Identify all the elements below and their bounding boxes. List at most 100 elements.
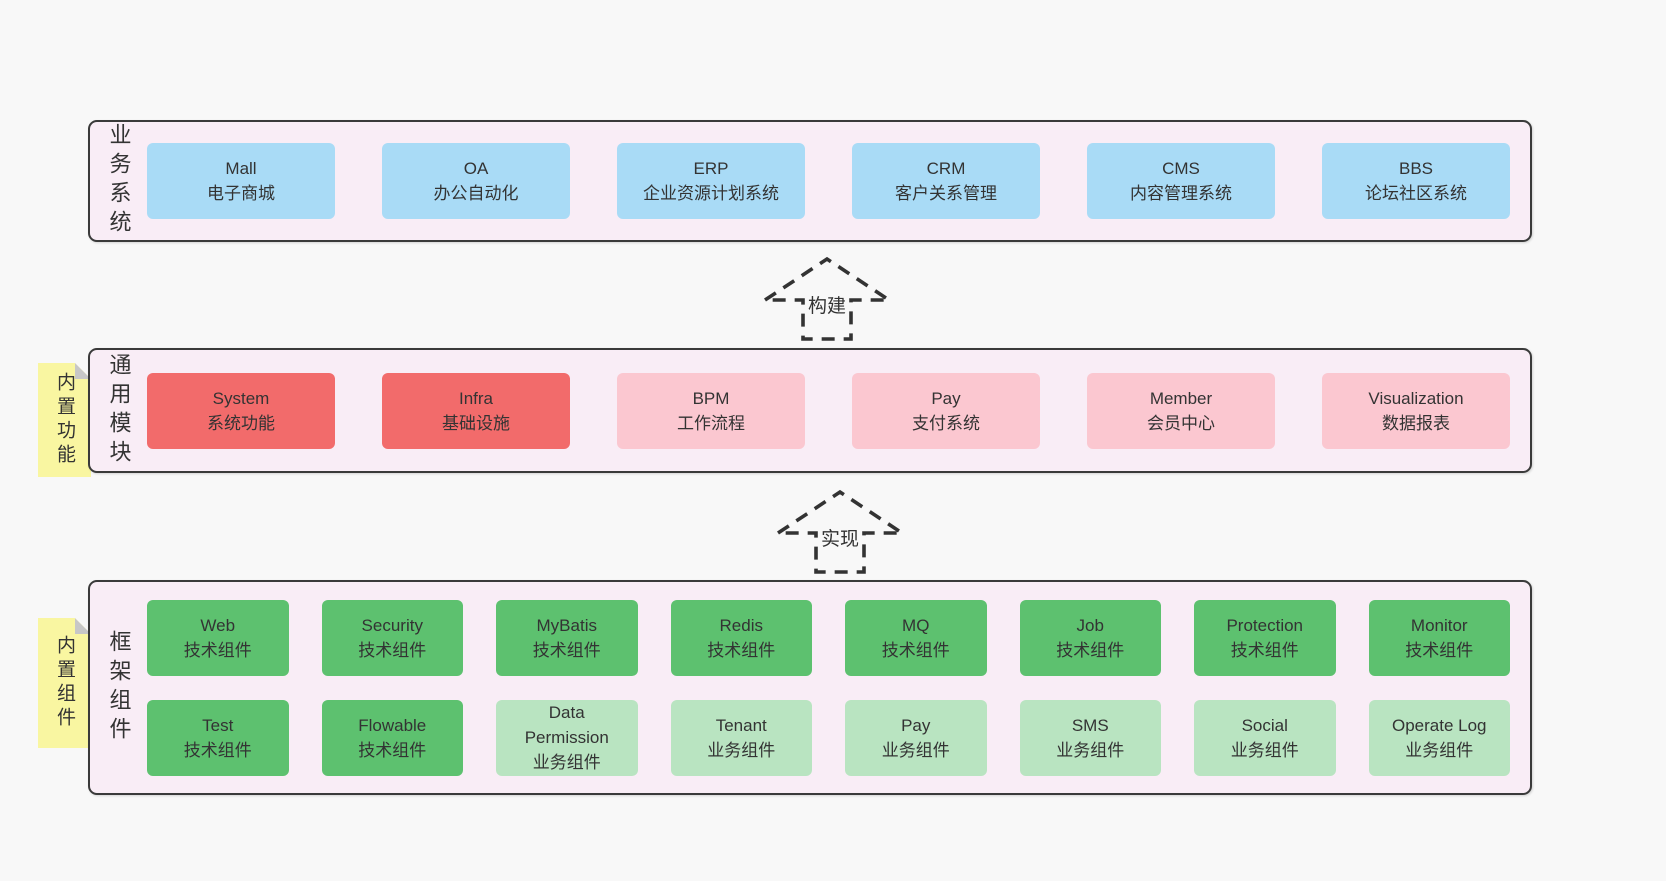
box-title: System — [212, 388, 270, 408]
box-title: Protection — [1226, 615, 1304, 635]
box-member: Member 会员中心 — [1087, 372, 1275, 449]
box-title: Pay — [901, 715, 931, 735]
box-subtitle: 会员中心 — [1147, 413, 1215, 433]
box-subtitle: 技术组件 — [707, 640, 776, 660]
biz-components-row: Test 技术组件 Flowable 技术组件 Data Permission … — [147, 699, 1510, 776]
box-title: BBS — [1398, 159, 1434, 178]
box-subtitle: 客户关系管理 — [895, 184, 997, 203]
box-subtitle: 技术组件 — [358, 640, 427, 660]
box-subtitle: 内容管理系统 — [1130, 184, 1232, 203]
business-systems-boxes: Mall 电子商城 OA 办公自动化 ERP 企业资源计划系统 CRM 客户关系… — [147, 122, 1530, 240]
box-title: MQ — [902, 615, 930, 635]
box-social: Social 业务组件 — [1194, 699, 1336, 776]
box-title: CRM — [926, 159, 966, 178]
box-title: Social — [1241, 715, 1288, 735]
box-title: Web — [200, 615, 236, 635]
box-mq: MQ 技术组件 — [845, 599, 987, 676]
box-operate-log: Operate Log 业务组件 — [1368, 699, 1510, 776]
box-title: Tenant — [715, 715, 767, 735]
box-subtitle: 业务组件 — [881, 740, 950, 760]
box-subtitle: 业务组件 — [1230, 740, 1299, 760]
box-title: CMS — [1162, 159, 1200, 178]
common-modules-row: System 系统功能 Infra 基础设施 BPM 工作流程 Pay 支付系统… — [147, 372, 1510, 449]
box-subtitle: 技术组件 — [183, 740, 252, 760]
box-subtitle: 技术组件 — [881, 640, 950, 660]
panel-framework-components: 框架组件 Web 技术组件 Security 技术组件 MyBatis 技术组件… — [88, 580, 1532, 795]
box-erp: ERP 企业资源计划系统 — [617, 143, 805, 219]
box-subtitle: 企业资源计划系统 — [643, 184, 779, 203]
box-title: SMS — [1071, 715, 1109, 735]
box-title: BPM — [692, 388, 730, 408]
box-web: Web 技术组件 — [147, 599, 289, 676]
box-title: Redis — [719, 615, 763, 635]
arrow-build-up: 构建 — [757, 254, 897, 344]
box-subtitle: 技术组件 — [358, 740, 427, 760]
dashed-up-arrow-icon — [759, 256, 895, 341]
box-title: Operate Log — [1391, 715, 1487, 735]
box-crm: CRM 客户关系管理 — [852, 143, 1040, 219]
common-modules-boxes: System 系统功能 Infra 基础设施 BPM 工作流程 Pay 支付系统… — [147, 350, 1530, 471]
dashed-up-arrow-icon — [772, 489, 908, 574]
box-data-permission: Data Permission 业务组件 — [496, 699, 638, 776]
box-subtitle: 支付系统 — [912, 413, 980, 433]
box-tenant: Tenant 业务组件 — [670, 699, 812, 776]
sticky-note-built-in-components: 内置组件 — [38, 618, 91, 748]
arrow-label: 构建 — [805, 290, 849, 319]
panel-label-common-modules: 通用模块 — [106, 352, 132, 469]
box-subtitle: 论坛社区系统 — [1365, 184, 1467, 203]
arrow-implement-up: 实现 — [770, 487, 910, 577]
box-subtitle: 业务组件 — [707, 740, 776, 760]
box-mybatis: MyBatis 技术组件 — [496, 599, 638, 676]
box-visualization: Visualization 数据报表 — [1322, 372, 1510, 449]
box-monitor: Monitor 技术组件 — [1368, 599, 1510, 676]
box-title: Pay — [931, 388, 961, 408]
framework-components-boxes: Web 技术组件 Security 技术组件 MyBatis 技术组件 Redi… — [147, 582, 1530, 793]
panel-label-business-systems: 业务系统 — [106, 123, 132, 239]
box-subtitle: 技术组件 — [532, 640, 601, 660]
box-title: Test — [202, 715, 234, 735]
box-subtitle: 业务组件 — [1405, 740, 1474, 760]
arrow-label: 实现 — [818, 523, 862, 552]
box-subtitle: 电子商城 — [207, 184, 275, 203]
box-pay-module: Pay 支付系统 — [852, 372, 1040, 449]
box-subtitle: 基础设施 — [442, 413, 510, 433]
box-subtitle: 办公自动化 — [433, 184, 519, 203]
box-title: Security — [361, 615, 423, 635]
box-sms: SMS 业务组件 — [1019, 699, 1161, 776]
box-title: ERP — [693, 159, 729, 178]
box-subtitle: 数据报表 — [1382, 413, 1450, 433]
box-title: Monitor — [1410, 615, 1468, 635]
box-subtitle: 业务组件 — [532, 753, 601, 772]
business-systems-row: Mall 电子商城 OA 办公自动化 ERP 企业资源计划系统 CRM 客户关系… — [147, 143, 1510, 219]
box-flowable: Flowable 技术组件 — [321, 699, 463, 776]
box-title: OA — [463, 159, 489, 178]
box-title: Job — [1076, 615, 1104, 635]
box-pay-component: Pay 业务组件 — [845, 699, 987, 776]
box-title: Visualization — [1368, 388, 1464, 408]
panel-common-modules: 通用模块 System 系统功能 Infra 基础设施 BPM 工作流程 Pay… — [88, 348, 1532, 473]
box-subtitle: 技术组件 — [183, 640, 252, 660]
box-protection: Protection 技术组件 — [1194, 599, 1336, 676]
box-subtitle: 技术组件 — [1405, 640, 1474, 660]
box-subtitle: 业务组件 — [1056, 740, 1125, 760]
box-redis: Redis 技术组件 — [670, 599, 812, 676]
box-security: Security 技术组件 — [321, 599, 463, 676]
box-subtitle: 技术组件 — [1056, 640, 1125, 660]
sticky-note-built-in-features: 内置功能 — [38, 363, 91, 477]
tech-components-row: Web 技术组件 Security 技术组件 MyBatis 技术组件 Redi… — [147, 599, 1510, 676]
box-title: Flowable — [358, 715, 427, 735]
box-cms: CMS 内容管理系统 — [1087, 143, 1275, 219]
panel-business-systems: 业务系统 Mall 电子商城 OA 办公自动化 ERP 企业资源计划系统 CRM… — [88, 120, 1532, 242]
box-title: Mall — [225, 159, 257, 178]
box-infra: Infra 基础设施 — [382, 372, 570, 449]
box-test: Test 技术组件 — [147, 699, 289, 776]
sticky-note-label: 内置组件 — [54, 635, 75, 731]
box-mall: Mall 电子商城 — [147, 143, 335, 219]
box-system: System 系统功能 — [147, 372, 335, 449]
box-subtitle: 工作流程 — [677, 413, 745, 433]
box-bbs: BBS 论坛社区系统 — [1322, 143, 1510, 219]
box-subtitle: 技术组件 — [1230, 640, 1299, 660]
box-bpm: BPM 工作流程 — [617, 372, 805, 449]
box-title: Data Permission — [524, 703, 609, 747]
